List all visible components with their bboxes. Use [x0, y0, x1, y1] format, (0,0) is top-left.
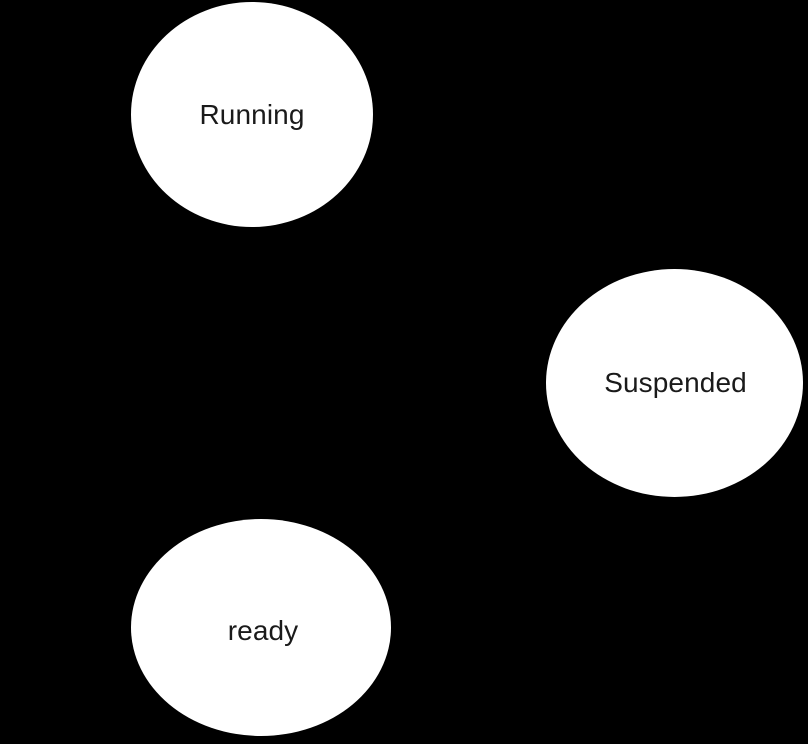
state-node-suspended[interactable]: Suspended [546, 269, 803, 497]
state-node-suspended-label: Suspended [604, 367, 747, 398]
state-node-ready-label: ready [227, 614, 299, 646]
state-node-running[interactable]: Running [131, 2, 373, 227]
state-node-running-label: Running [199, 98, 305, 130]
state-node-ready[interactable]: ready [131, 519, 391, 736]
